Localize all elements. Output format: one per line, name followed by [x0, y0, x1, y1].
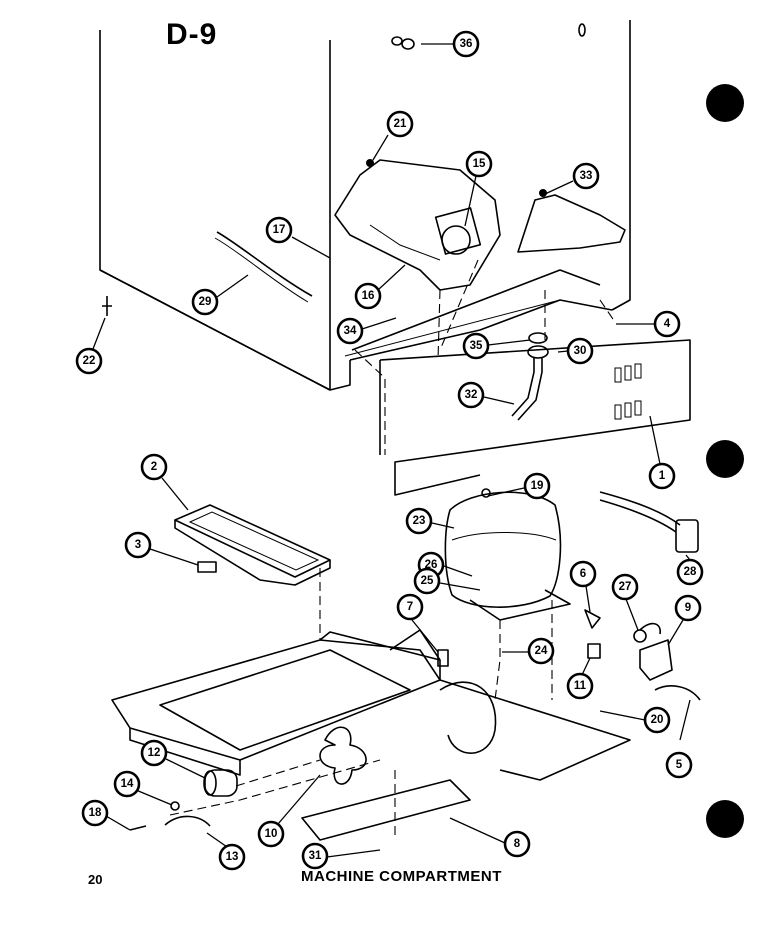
- svg-text:27: 27: [619, 581, 632, 593]
- callout-10: 10: [257, 820, 285, 848]
- svg-text:34: 34: [344, 325, 357, 337]
- svg-text:11: 11: [574, 680, 587, 692]
- rear-panel: [379, 339, 691, 496]
- svg-text:8: 8: [514, 838, 521, 850]
- callout-1: 1: [648, 462, 676, 490]
- callout-33: 33: [572, 162, 600, 190]
- electrical-parts: [584, 609, 701, 701]
- callout-20: 20: [643, 706, 671, 734]
- callout-23: 23: [405, 507, 433, 535]
- svg-text:9: 9: [685, 602, 691, 614]
- small-ring: [578, 23, 586, 37]
- assembly-guide-lines: [169, 259, 616, 840]
- callout-29: 29: [191, 288, 219, 316]
- grommet: [391, 36, 415, 50]
- callout-16: 16: [354, 282, 382, 310]
- svg-text:35: 35: [470, 340, 483, 352]
- callout-31: 31: [301, 842, 329, 870]
- callout-17: 17: [265, 216, 293, 244]
- callout-30: 30: [566, 337, 594, 365]
- svg-text:14: 14: [121, 778, 134, 790]
- callout-13: 13: [218, 843, 246, 871]
- callout-28: 28: [676, 558, 704, 586]
- svg-text:7: 7: [407, 601, 413, 613]
- leveling-leg: [102, 296, 112, 316]
- page-number: 20: [88, 872, 103, 887]
- svg-text:30: 30: [574, 345, 587, 357]
- svg-text:5: 5: [676, 759, 683, 771]
- svg-text:2: 2: [151, 461, 157, 473]
- svg-text:25: 25: [421, 575, 434, 587]
- svg-text:1: 1: [659, 470, 666, 482]
- svg-text:19: 19: [531, 480, 544, 492]
- punch-hole-middle: [706, 440, 744, 478]
- drain-fitting: [511, 332, 549, 421]
- callout-21: 21: [386, 110, 414, 138]
- svg-text:36: 36: [460, 38, 473, 50]
- drain-tube: [214, 231, 313, 303]
- punch-hole-bottom: [706, 800, 744, 838]
- svg-text:29: 29: [199, 296, 212, 308]
- callout-2: 2: [140, 453, 168, 481]
- svg-text:31: 31: [309, 850, 322, 862]
- callout-24: 24: [527, 637, 555, 665]
- callout-25: 25: [413, 567, 441, 595]
- svg-text:33: 33: [580, 170, 593, 182]
- callout-8: 8: [503, 830, 531, 858]
- callout-11: 11: [566, 672, 594, 700]
- svg-text:16: 16: [362, 290, 375, 302]
- svg-text:12: 12: [148, 747, 161, 759]
- callout-6: 6: [569, 560, 597, 588]
- callout-leaders: [92, 43, 691, 858]
- callout-5: 5: [665, 751, 693, 779]
- svg-text:22: 22: [83, 355, 96, 367]
- fan-assembly: [129, 726, 367, 831]
- callout-34: 34: [336, 317, 364, 345]
- svg-text:20: 20: [651, 714, 664, 726]
- svg-text:17: 17: [273, 224, 286, 236]
- svg-text:28: 28: [684, 566, 697, 578]
- callout-22: 22: [75, 347, 103, 375]
- evaporator-bracket: [517, 189, 626, 253]
- callout-35: 35: [462, 332, 490, 360]
- svg-text:21: 21: [394, 118, 407, 130]
- callout-9: 9: [674, 594, 702, 622]
- callout-18: 18: [81, 799, 109, 827]
- diagram-caption: MACHINE COMPARTMENT: [301, 868, 502, 885]
- drain-pan: [174, 504, 331, 586]
- svg-text:23: 23: [413, 515, 426, 527]
- callout-27: 27: [611, 573, 639, 601]
- callout-4: 4: [653, 310, 681, 338]
- svg-text:18: 18: [89, 807, 102, 819]
- svg-text:3: 3: [135, 539, 141, 551]
- fan-motor-bracket: [334, 159, 501, 291]
- callout-7: 7: [396, 593, 424, 621]
- power-cord: [599, 491, 699, 553]
- callout-12: 12: [140, 739, 168, 767]
- callout-14: 14: [113, 770, 141, 798]
- compressor: [444, 488, 571, 621]
- svg-text:10: 10: [265, 828, 278, 840]
- svg-text:24: 24: [535, 645, 548, 657]
- callout-3: 3: [124, 531, 152, 559]
- cabinet-outline: [99, 20, 631, 391]
- callout-15: 15: [465, 150, 493, 178]
- svg-text:15: 15: [473, 158, 486, 170]
- svg-text:32: 32: [465, 389, 478, 401]
- callout-32: 32: [457, 381, 485, 409]
- svg-text:6: 6: [580, 568, 586, 580]
- callout-36: 36: [452, 30, 480, 58]
- svg-text:13: 13: [226, 851, 239, 863]
- callout-19: 19: [523, 472, 551, 500]
- svg-text:4: 4: [664, 318, 671, 330]
- sheet-id: D-9: [166, 18, 218, 51]
- punch-hole-top: [706, 84, 744, 122]
